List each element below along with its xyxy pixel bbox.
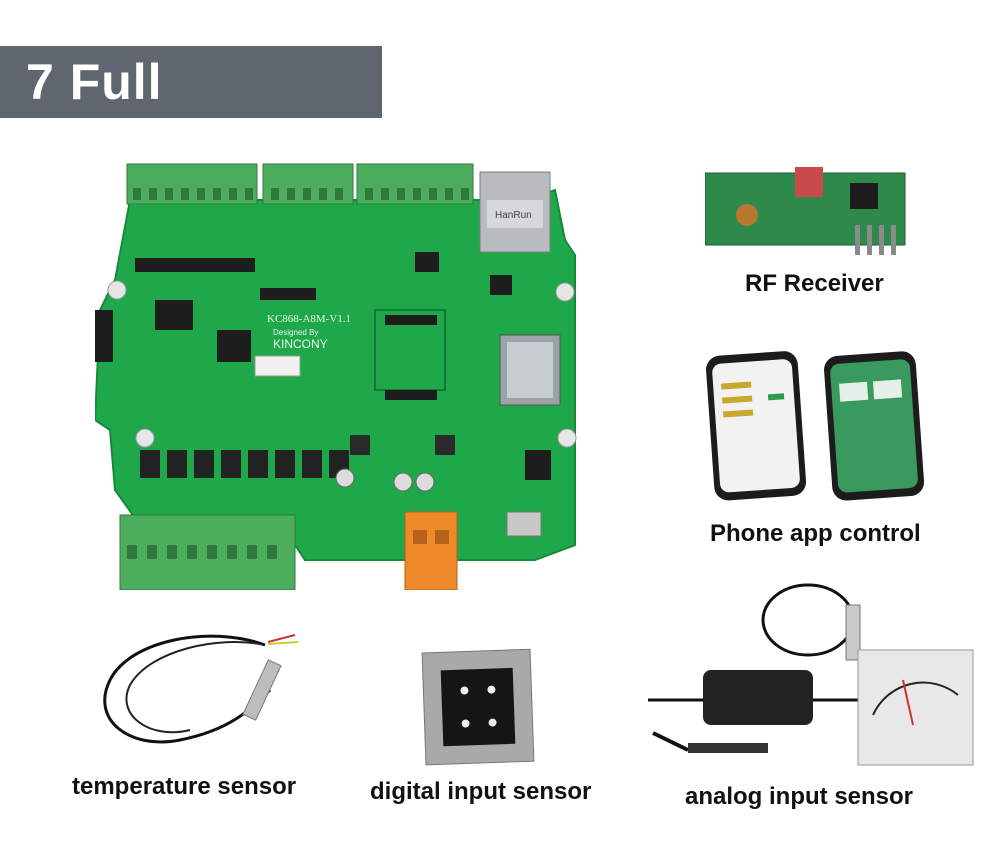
analog-input-sensor-image [648,575,978,770]
board-designer: Designed By [273,328,318,337]
analog-input-sensor-label: analog input sensor [685,783,914,810]
digital-input-sensor-label: digital input sensor [370,778,592,805]
controller-board-image: HanRun KC868-A8M-V1.1 Designed By KINCON… [95,160,605,590]
board-brand: KINCONY [273,337,328,351]
phone-app-label: Phone app control [710,520,921,547]
temperature-sensor-label: temperature sensor [72,773,297,800]
rf-receiver-label: RF Receiver [745,270,884,297]
section-title-banner: 7 Full function [0,46,382,182]
section-title: 7 Full function [26,54,232,182]
jack-brand: HanRun [495,210,532,221]
board-model: KC868-A8M-V1.1 [267,313,351,325]
digital-input-sensor-image [420,645,540,770]
rf-receiver-image [705,165,915,260]
phone-app-image [700,345,940,505]
temperature-sensor-image [90,630,310,760]
